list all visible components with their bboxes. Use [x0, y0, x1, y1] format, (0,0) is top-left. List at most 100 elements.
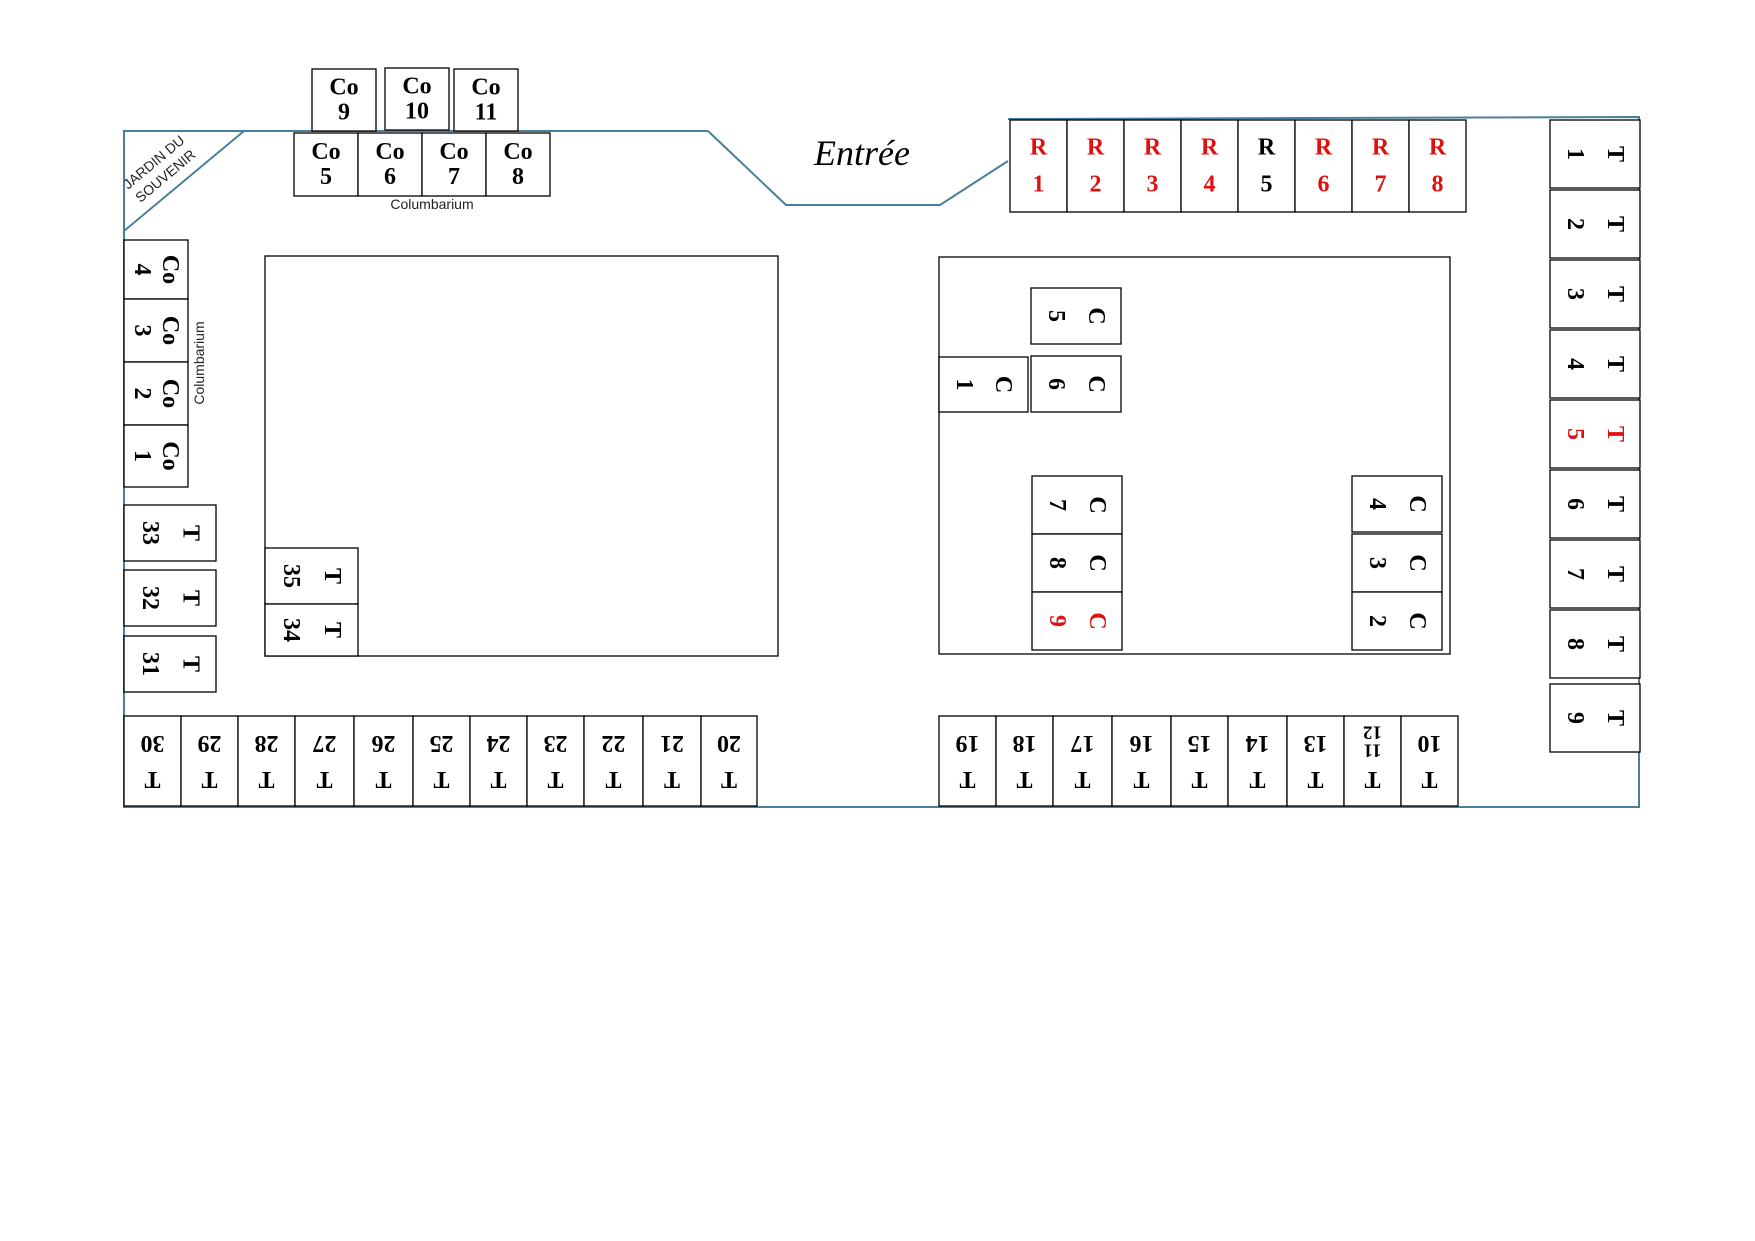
plot-box	[1549, 539, 1641, 609]
plot-r3[interactable]: R3	[1123, 119, 1182, 213]
plot-box	[485, 132, 551, 197]
plot-c8[interactable]: C8	[1031, 533, 1123, 593]
plot-t25[interactable]: T25	[412, 715, 471, 807]
plot-co7[interactable]: Co7	[421, 132, 487, 197]
plot-text: Co6	[375, 139, 404, 190]
plot-t26[interactable]: T26	[353, 715, 414, 807]
plot-box	[1549, 119, 1641, 189]
plot-text: T14	[1246, 730, 1270, 792]
plot-t6[interactable]: T6	[1549, 469, 1641, 539]
plot-number: 16	[1130, 730, 1154, 756]
plot-number: 2	[1090, 171, 1102, 197]
plot-c6[interactable]: C6	[1030, 355, 1122, 413]
plot-t5[interactable]: T5	[1549, 399, 1641, 469]
plot-number: 4	[1204, 171, 1216, 197]
plot-t22[interactable]: T22	[583, 715, 644, 807]
plot-t21[interactable]: T21	[642, 715, 702, 807]
plot-t7[interactable]: T7	[1549, 539, 1641, 609]
plot-r5[interactable]: R5	[1237, 119, 1296, 213]
plot-r4[interactable]: R4	[1180, 119, 1239, 213]
plot-t16[interactable]: T16	[1111, 715, 1172, 807]
plot-t33[interactable]: T33	[123, 504, 217, 562]
plot-t13[interactable]: T13	[1286, 715, 1345, 807]
plot-t35[interactable]: T35	[264, 547, 359, 605]
plot-t20[interactable]: T20	[700, 715, 758, 807]
plot-letter: T	[258, 766, 274, 792]
plot-t9[interactable]: T9	[1549, 683, 1641, 753]
plot-number: 17	[1071, 730, 1095, 756]
plot-letter: R	[1315, 135, 1333, 161]
plot-box	[1237, 119, 1296, 213]
plot-t15[interactable]: T15	[1170, 715, 1229, 807]
plot-text: C7	[1044, 496, 1110, 513]
plot-number: 3	[1562, 288, 1588, 300]
plot-t17[interactable]: T17	[1052, 715, 1113, 807]
plot-c9[interactable]: C9	[1031, 591, 1123, 651]
plot-co1[interactable]: Co1	[123, 424, 189, 488]
plot-box	[1180, 119, 1239, 213]
plot-text: T7	[1562, 566, 1628, 582]
plot-box	[421, 132, 487, 197]
plot-t23[interactable]: T23	[526, 715, 585, 807]
plot-r6[interactable]: R6	[1294, 119, 1353, 213]
plot-r7[interactable]: R7	[1351, 119, 1410, 213]
plot-text: T22	[602, 730, 626, 792]
plot-co4[interactable]: Co4	[123, 239, 189, 300]
plot-text: T2	[1562, 216, 1628, 232]
plot-t30[interactable]: T30	[123, 715, 182, 807]
plot-t29[interactable]: T29	[180, 715, 239, 807]
plot-c3[interactable]: C3	[1351, 533, 1443, 593]
plot-co6[interactable]: Co6	[357, 132, 423, 197]
plot-t27[interactable]: T27	[294, 715, 355, 807]
plot-t32[interactable]: T32	[123, 569, 217, 627]
plot-text: T10	[1418, 730, 1442, 792]
plot-co8[interactable]: Co8	[485, 132, 551, 197]
plot-t31[interactable]: T 31	[123, 635, 217, 693]
plot-t3[interactable]: T3	[1549, 259, 1641, 329]
plot-box	[123, 239, 189, 300]
plot-t2[interactable]: T2	[1549, 189, 1641, 259]
plot-co3[interactable]: Co3	[123, 298, 189, 363]
memorial-garden: JARDIN DU SOUVENIR	[120, 132, 198, 206]
plot-t24[interactable]: T24	[469, 715, 528, 807]
plot-box	[1343, 715, 1402, 807]
plot-c7[interactable]: C7	[1031, 475, 1123, 535]
plot-number: 31	[137, 652, 163, 676]
plot-t8[interactable]: T8	[1549, 609, 1641, 679]
plot-box	[1227, 715, 1288, 807]
plot-c1[interactable]: C1	[938, 356, 1029, 413]
plot-box	[123, 424, 189, 488]
plot-t14[interactable]: T14	[1227, 715, 1288, 807]
plot-letter: T	[177, 656, 203, 672]
plot-t10[interactable]: T10	[1400, 715, 1459, 807]
plot-text: T19	[956, 730, 980, 792]
plot-t18[interactable]: T18	[995, 715, 1054, 807]
plot-text: T24	[487, 730, 511, 792]
plot-co9[interactable]: Co9	[311, 68, 377, 132]
plot-letter: R	[1372, 135, 1390, 161]
plot-r2[interactable]: R2	[1066, 119, 1125, 213]
plot-c5[interactable]: C5	[1030, 287, 1122, 345]
plot-r1[interactable]: R1	[1009, 119, 1068, 213]
plot-box	[1351, 475, 1443, 533]
plot-co5[interactable]: Co5	[293, 132, 359, 197]
plot-t19[interactable]: T19	[938, 715, 997, 807]
plot-c2[interactable]: C2	[1351, 591, 1443, 651]
plot-t4[interactable]: T4	[1549, 329, 1641, 399]
plot-co2[interactable]: Co2	[123, 361, 189, 426]
plot-box	[123, 635, 217, 693]
plot-c4[interactable]: C4	[1351, 475, 1443, 533]
plot-t1[interactable]: T1	[1549, 119, 1641, 189]
plot-box	[583, 715, 644, 807]
plot-text: T8	[1562, 636, 1628, 652]
plot-box	[1351, 119, 1410, 213]
plot-text: T28	[255, 730, 279, 792]
plot-t34[interactable]: T34	[264, 603, 359, 657]
plot-t28[interactable]: T28	[237, 715, 296, 807]
plot-letter: T	[1602, 710, 1628, 726]
plot-letter: T	[490, 766, 506, 792]
plot-r8[interactable]: R8	[1408, 119, 1467, 213]
